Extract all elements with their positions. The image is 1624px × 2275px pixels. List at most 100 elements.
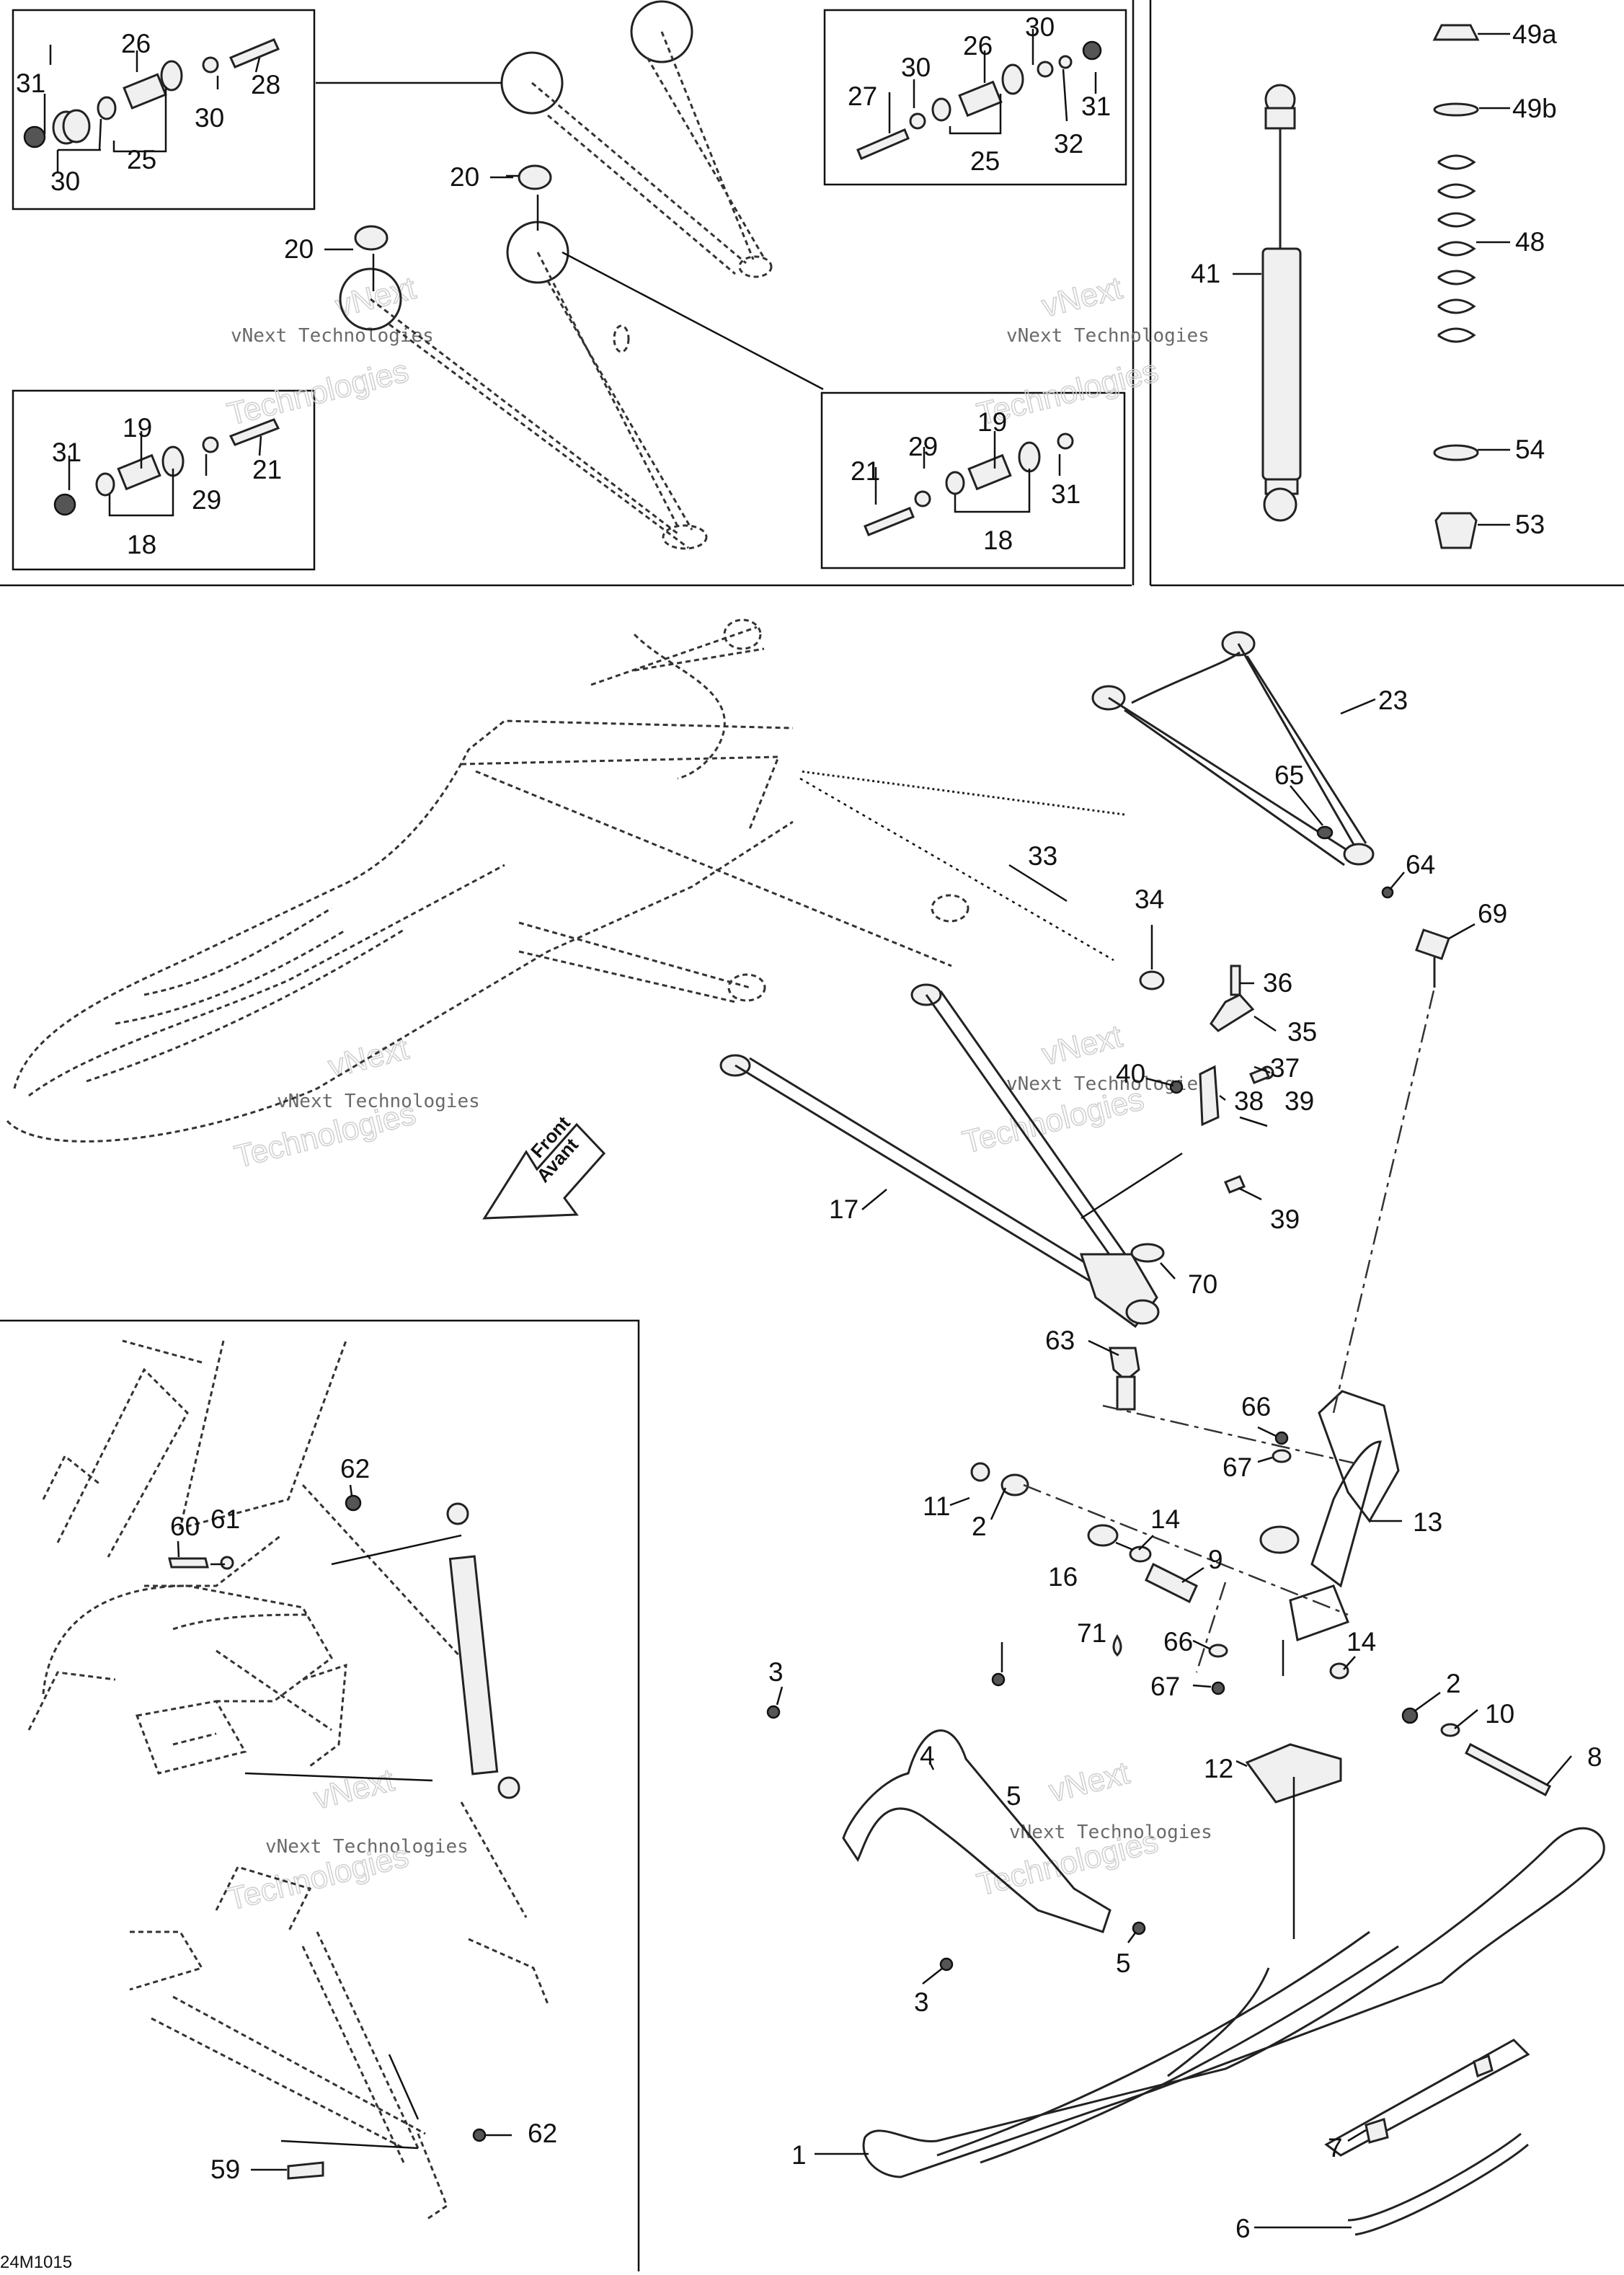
chassis-ghost bbox=[6, 618, 1114, 1143]
callout: 67 bbox=[1150, 1672, 1180, 1701]
callout: 71 bbox=[1077, 1618, 1106, 1648]
callout: 41 bbox=[1191, 259, 1220, 288]
ski bbox=[766, 1672, 1605, 2236]
shock-absorber-assembly bbox=[1261, 24, 1480, 549]
callout: 2 bbox=[1446, 1669, 1461, 1698]
callout: 5 bbox=[1116, 1948, 1131, 1978]
callout: 30 bbox=[195, 103, 224, 133]
watermark-outline: vNext bbox=[1039, 1019, 1126, 1073]
callout: 28 bbox=[251, 70, 280, 99]
callout: 26 bbox=[963, 31, 993, 61]
callout: 23 bbox=[1378, 686, 1408, 715]
callout: 31 bbox=[16, 68, 45, 98]
bushing-kit-lower-right bbox=[864, 433, 1074, 536]
bushing-kit-lower-left bbox=[53, 418, 280, 516]
callout: 62 bbox=[528, 2119, 557, 2148]
watermark-outline: vNext bbox=[1046, 1755, 1133, 1809]
callout: 18 bbox=[127, 530, 156, 559]
lower-a-arm bbox=[719, 770, 1274, 1411]
callout: 29 bbox=[908, 432, 938, 461]
callout: 61 bbox=[210, 1504, 240, 1534]
watermark-text: vNext Technologies bbox=[1009, 1822, 1212, 1843]
callout: 60 bbox=[170, 1512, 200, 1541]
watermarks: vNext Technologies Technologies vNext vN… bbox=[223, 270, 1212, 1917]
callout: 31 bbox=[52, 438, 81, 467]
callout: 1 bbox=[791, 2140, 807, 2170]
callout: 49b bbox=[1512, 94, 1557, 123]
callout: 26 bbox=[121, 29, 151, 58]
callout: 21 bbox=[851, 456, 880, 486]
callout: 38 bbox=[1234, 1086, 1264, 1116]
bushing-kit-upper-right bbox=[856, 40, 1102, 160]
upper-a-arm-ghost bbox=[316, 0, 824, 550]
watermark-text: vNext Technologies bbox=[1006, 325, 1210, 347]
callout: 14 bbox=[1150, 1504, 1180, 1534]
leader-lines bbox=[43, 29, 1572, 2229]
upper-a-arm bbox=[1091, 631, 1450, 988]
callout: 31 bbox=[1081, 92, 1111, 121]
rear-view-inset bbox=[27, 1339, 549, 2222]
watermark-outline: vNext bbox=[311, 1762, 398, 1817]
watermark-outline: Technologies bbox=[224, 353, 412, 433]
callout: 31 bbox=[1051, 479, 1081, 509]
callout: 30 bbox=[901, 53, 931, 82]
callout: 3 bbox=[768, 1657, 784, 1687]
callout: 62 bbox=[340, 1454, 370, 1484]
bushing-kit-upper-left bbox=[23, 38, 280, 148]
callout: 27 bbox=[848, 81, 877, 111]
callout: 48 bbox=[1515, 227, 1545, 257]
callout: 35 bbox=[1287, 1017, 1317, 1047]
callout: 2 bbox=[972, 1512, 987, 1541]
callout: 21 bbox=[252, 455, 282, 484]
callout: 66 bbox=[1163, 1627, 1193, 1657]
callout: 49a bbox=[1512, 19, 1557, 49]
callout: 8 bbox=[1587, 1742, 1602, 1772]
callout: 5 bbox=[1006, 1781, 1021, 1811]
callout: 67 bbox=[1223, 1453, 1252, 1482]
callout: 69 bbox=[1478, 899, 1507, 928]
callout: 18 bbox=[983, 525, 1013, 555]
callout: 30 bbox=[1025, 12, 1055, 42]
callout: 66 bbox=[1241, 1392, 1271, 1422]
callout: 39 bbox=[1270, 1205, 1300, 1234]
callout: 33 bbox=[1028, 841, 1057, 871]
callout: 19 bbox=[123, 413, 152, 443]
callout: 64 bbox=[1406, 850, 1435, 879]
figure-code: 24M1015 bbox=[0, 2253, 72, 2271]
callout: 10 bbox=[1485, 1699, 1514, 1729]
callout: 9 bbox=[1208, 1545, 1223, 1574]
callout: 54 bbox=[1515, 435, 1545, 464]
callout-labels: 31 30 26 25 30 28 27 30 26 30 31 32 25 2… bbox=[16, 12, 1602, 2243]
watermark-text: vNext Technologies bbox=[231, 325, 434, 347]
callout: 3 bbox=[914, 1987, 929, 2017]
callout: 37 bbox=[1270, 1053, 1300, 1083]
front-direction-arrow: Front Avant bbox=[482, 1112, 606, 1220]
callout: 53 bbox=[1515, 510, 1545, 539]
callout: 39 bbox=[1284, 1086, 1314, 1116]
callout: 19 bbox=[977, 407, 1007, 437]
callout: 11 bbox=[923, 1491, 950, 1521]
callout: 29 bbox=[192, 485, 221, 515]
callout: 70 bbox=[1188, 1269, 1217, 1299]
spacers bbox=[354, 164, 552, 291]
callout: 59 bbox=[210, 2155, 240, 2184]
callout: 6 bbox=[1235, 2214, 1251, 2243]
watermark-text: vNext Technologies bbox=[265, 1836, 469, 1858]
callout: 32 bbox=[1054, 129, 1083, 159]
callout: 30 bbox=[50, 167, 80, 196]
callout: 25 bbox=[970, 146, 1000, 176]
callout: 25 bbox=[127, 145, 156, 174]
callout: 7 bbox=[1328, 2133, 1343, 2163]
callout: 17 bbox=[829, 1194, 858, 1224]
callout: 63 bbox=[1045, 1326, 1075, 1355]
callout: 14 bbox=[1346, 1627, 1376, 1657]
callout: 16 bbox=[1048, 1562, 1078, 1592]
callout: 12 bbox=[1204, 1754, 1233, 1783]
watermark-outline: vNext bbox=[1039, 270, 1126, 324]
watermark-text: vNext Technologies bbox=[277, 1091, 480, 1112]
callout: 36 bbox=[1263, 968, 1292, 998]
callout: 20 bbox=[284, 234, 314, 264]
